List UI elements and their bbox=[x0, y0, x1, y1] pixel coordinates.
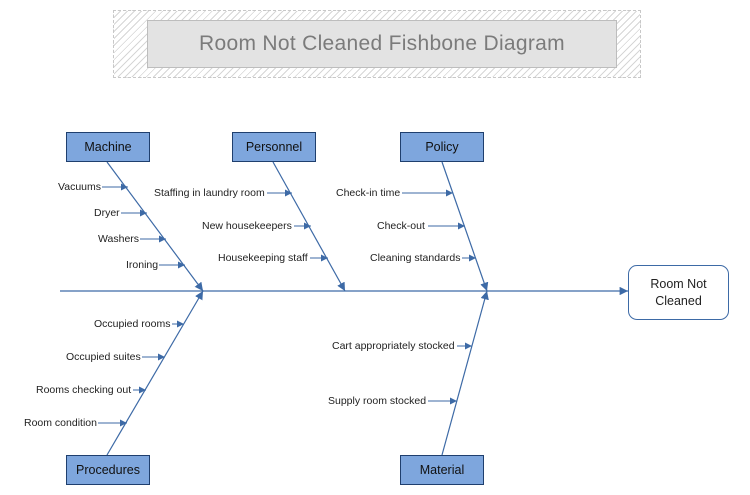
category-procedures: Procedures bbox=[66, 455, 150, 485]
cause-label: Check-out bbox=[377, 220, 425, 232]
cause-label: Rooms checking out bbox=[36, 384, 132, 396]
cause-label: Cart appropriately stocked bbox=[332, 340, 455, 352]
cause-label: Cleaning standards bbox=[370, 252, 461, 264]
cause-label: Washers bbox=[98, 233, 140, 245]
cause-label: Occupied suites bbox=[66, 351, 141, 363]
cause-label: Supply room stocked bbox=[328, 395, 427, 407]
bone-material bbox=[441, 290, 489, 456]
effect-label: Room Not Cleaned bbox=[650, 276, 707, 308]
cause-label: Room condition bbox=[24, 417, 97, 429]
diagram-title: Room Not Cleaned Fishbone Diagram bbox=[147, 20, 617, 68]
cause-label: Occupied rooms bbox=[94, 318, 171, 330]
cause-label: Dryer bbox=[94, 207, 120, 219]
bone-procedures bbox=[106, 290, 204, 456]
cause-label: Staffing in laundry room bbox=[154, 187, 265, 199]
cause-label: Ironing bbox=[126, 259, 159, 271]
cause-label: Housekeeping staff bbox=[218, 252, 308, 264]
cause-label: Vacuums bbox=[58, 181, 101, 193]
cause-label: Check-in time bbox=[336, 187, 401, 199]
cause-label: New housekeepers bbox=[202, 220, 292, 232]
category-machine: Machine bbox=[66, 132, 150, 162]
bone-machine bbox=[106, 161, 204, 292]
category-personnel: Personnel bbox=[232, 132, 316, 162]
effect-box: Room Not Cleaned bbox=[628, 265, 729, 320]
category-material: Material bbox=[400, 455, 484, 485]
category-policy: Policy bbox=[400, 132, 484, 162]
